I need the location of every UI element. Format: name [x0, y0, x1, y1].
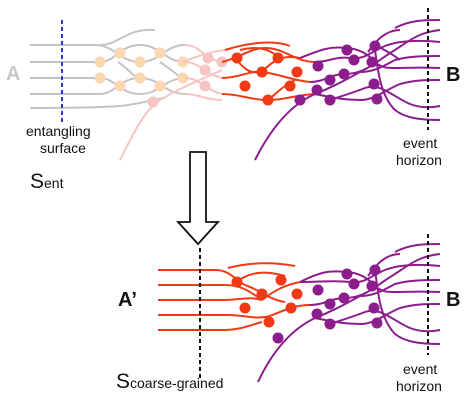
- surface-label-line1: entangling: [26, 123, 91, 139]
- top-entropy-main: S: [30, 170, 44, 193]
- surface-label-line2: surface: [40, 140, 86, 156]
- bottom-red-nodes: [231, 274, 303, 328]
- bottom-label-b: B: [446, 289, 460, 311]
- top-entropy-sub: ent: [44, 175, 64, 191]
- coarse-grain-arrow: [175, 151, 221, 246]
- bottom-network: [157, 234, 441, 383]
- top-pale-nodes: [94, 47, 189, 92]
- bottom-horizon-label-line2: horizon: [396, 378, 442, 394]
- bottom-entropy-main: S: [116, 370, 130, 393]
- bottom-entropy-sub: coarse-grained: [130, 375, 223, 391]
- top-horizon-label-line1: event: [403, 135, 437, 151]
- top-red-nodes: [231, 52, 303, 106]
- bottom-entropy-symbol: Scoarse-grained: [116, 370, 223, 393]
- bottom-label-a-prime: A’: [118, 289, 137, 311]
- top-entropy-symbol: Sent: [30, 170, 64, 193]
- top-horizon-label-line2: horizon: [396, 152, 442, 168]
- top-purple-nodes: [294, 40, 383, 106]
- bottom-horizon-label-line1: event: [403, 361, 437, 377]
- bottom-purple-nodes: [272, 264, 383, 344]
- bottom-red-wires: [157, 262, 311, 332]
- top-network: [29, 8, 441, 161]
- top-gray-wires: [29, 28, 186, 109]
- top-label-a: A: [6, 63, 20, 85]
- top-label-b: B: [446, 64, 460, 86]
